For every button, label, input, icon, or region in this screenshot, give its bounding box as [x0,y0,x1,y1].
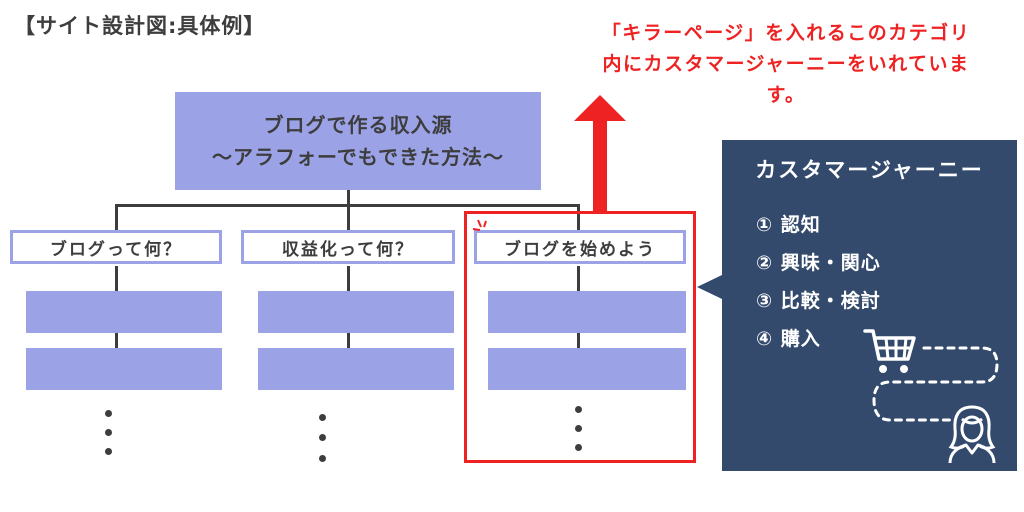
article-placeholder [488,348,686,390]
site-top-box: ブログで作る収入源 〜アラフォーでもできた方法〜 [175,92,541,190]
up-arrow-head-icon [574,95,626,121]
sparkle-icon [472,218,494,244]
ellipsis-dot [105,410,112,417]
ellipsis-dot [575,444,582,451]
connector-vertical [347,190,350,206]
shopping-cart-icon [862,326,918,380]
category-box: 収益化って何？ [241,230,455,264]
article-placeholder [258,348,454,390]
article-placeholder [26,348,222,390]
category-label: 収益化って何？ [281,239,415,260]
ellipsis-dot [575,406,582,413]
category-box: ブログって何？ [10,230,222,264]
annotation-line: 内にカスタマージャーニーをいれていま [602,53,970,75]
connector-vertical [347,204,350,230]
highlight-frame [464,211,696,463]
journey-step: ③ 比較・検討 [756,290,881,312]
top-box-title: ブログで作る収入源 [263,113,453,137]
annotation-note: 「キラーページ」を入れるこのカテゴリ 内にカスタマージャーニーをいれていま す。 [556,18,1016,111]
person-icon [944,403,1000,469]
annotation-line: す。 [766,84,806,106]
article-placeholder [26,291,222,333]
page-heading: 【サイト設計図:具体例】 [14,14,266,38]
category-label: ブログって何？ [49,239,183,260]
category-label: ブログを始めよう [504,239,656,260]
ellipsis-dot [105,448,112,455]
journey-path-icon [862,338,1012,472]
category-box: ブログを始めよう [474,230,686,264]
ellipsis-dot [319,455,326,462]
ellipsis-dot [105,429,112,436]
annotation-line: 「キラーページ」を入れるこのカテゴリ [601,22,971,44]
journey-step: ④ 購入 [756,328,821,350]
journey-step: ① 認知 [756,214,821,236]
panel-title: カスタマージャーニー [755,158,984,182]
article-placeholder [258,291,454,333]
ellipsis-dot [319,434,326,441]
ellipsis-dot [319,414,326,421]
customer-journey-panel: カスタマージャーニー ① 認知 ② 興味・関心 ③ 比較・検討 ④ 購入 [722,140,1017,471]
article-placeholder [488,291,686,333]
panel-pointer [697,275,722,299]
ellipsis-dot [575,425,582,432]
top-box-subtitle: 〜アラフォーでもできた方法〜 [212,145,504,169]
up-arrow-shaft [593,118,607,213]
connector-vertical [577,204,580,230]
journey-step: ② 興味・関心 [756,252,881,274]
connector-vertical [115,204,118,230]
